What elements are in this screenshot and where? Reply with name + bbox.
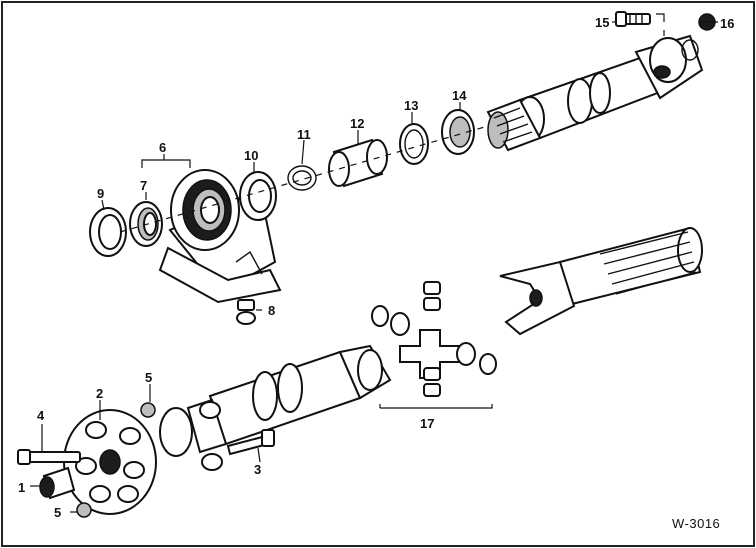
bolt-15 — [615, 11, 651, 27]
label-5a: 5 — [145, 370, 152, 385]
label-3: 3 — [254, 462, 261, 477]
rear-shaft-section — [486, 34, 704, 152]
label-2: 2 — [96, 386, 103, 401]
label-14: 14 — [452, 88, 467, 103]
universal-joint-17 — [371, 281, 497, 397]
label-8: 8 — [268, 303, 275, 318]
label-1: 1 — [18, 480, 25, 495]
front-shaft-section — [159, 344, 392, 471]
label-6: 6 — [159, 140, 166, 155]
label-16: 16 — [720, 16, 734, 31]
ring-10 — [239, 171, 277, 221]
bush-1 — [39, 466, 76, 500]
ring-9 — [89, 207, 127, 257]
centre-bearing-support-6 — [158, 169, 282, 304]
label-13: 13 — [404, 98, 418, 113]
label-7: 7 — [140, 178, 147, 193]
bearing-14 — [441, 109, 475, 155]
label-4: 4 — [37, 408, 45, 423]
nut-5-upper — [140, 402, 156, 418]
circlip-11 — [287, 165, 317, 191]
label-5b: 5 — [54, 505, 61, 520]
label-12: 12 — [350, 116, 364, 131]
label-9: 9 — [97, 186, 104, 201]
slip-yoke — [499, 226, 703, 336]
label-11: 11 — [297, 127, 311, 142]
label-15: 15 — [595, 15, 609, 30]
bolt-3 — [226, 429, 275, 456]
bolt-4 — [17, 449, 81, 465]
figure-code: W-3016 — [672, 516, 720, 531]
label-17: 17 — [420, 416, 434, 431]
label-10: 10 — [244, 148, 258, 163]
ring-13 — [399, 123, 429, 165]
nut-8 — [236, 299, 256, 325]
sleeve-12 — [328, 138, 388, 188]
nut-5-lower — [76, 502, 92, 518]
